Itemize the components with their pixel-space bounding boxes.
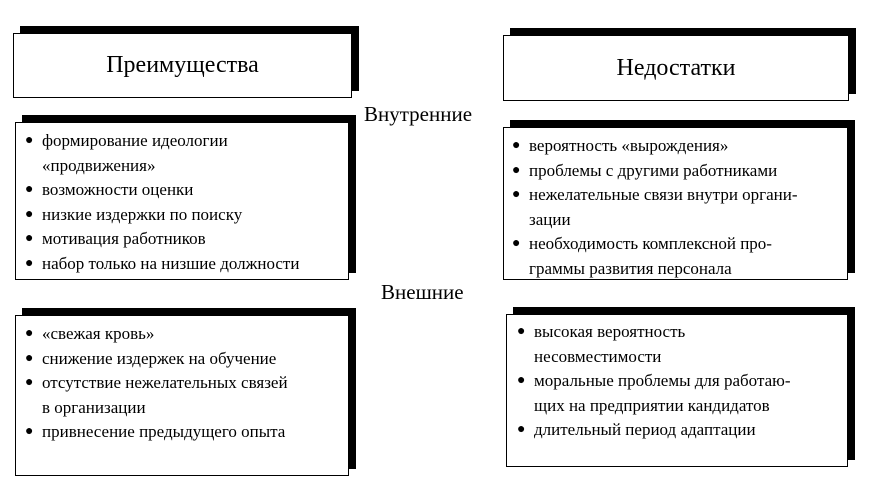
list-item-continuation: граммы развития персонала — [509, 257, 847, 282]
list-item: ● проблемы с другими работниками — [509, 159, 847, 184]
internal-disadvantages-box: ● вероятность «вырождения» ● проблемы с др… — [503, 127, 848, 280]
item-text: длительный период адаптации — [534, 420, 756, 439]
item-text: проблемы с другими работниками — [529, 160, 778, 180]
item-text: граммы развития персонала — [529, 258, 732, 278]
external-section-label: Внешние — [381, 280, 464, 304]
list-item: ● привнесение предыдущего опыта — [22, 420, 348, 445]
list-item: ● набор только на низшие должности — [22, 252, 348, 277]
internal-section-label: Внутренние — [364, 102, 473, 126]
bullet-icon: ● — [25, 350, 34, 366]
list-item-continuation: в организации — [22, 396, 348, 421]
disadvantages-header-box: Недостатки — [503, 35, 849, 101]
bullet-icon: ● — [512, 187, 521, 202]
list-item-continuation: «продвижения» — [22, 154, 348, 179]
bullet-icon: ● — [512, 138, 521, 153]
item-text: необходимость комплексной про- — [529, 234, 772, 253]
list-item: ● мотивация работников — [22, 227, 348, 252]
disadvantages-header: Недостатки — [616, 54, 736, 81]
external-disadvantages-box: ● высокая вероятность несовместимости ● мо… — [506, 314, 848, 467]
bullet-icon: ● — [517, 324, 526, 339]
item-text: привнесение предыдущего опыта — [42, 422, 286, 441]
item-text: отсутствие нежелательных связей — [42, 373, 288, 392]
bullet-icon: ● — [512, 236, 521, 251]
list-item: ● формирование идеологии — [22, 129, 348, 154]
item-text: «свежая кровь» — [42, 324, 155, 343]
list-item: ● моральные проблемы для работаю- — [514, 369, 847, 394]
list-item-continuation: зации — [509, 208, 847, 233]
list-item: ● вероятность «вырождения» — [509, 134, 847, 159]
item-text: набор только на низшие должности — [42, 253, 300, 273]
list-item: ● длительный период адаптации — [514, 418, 847, 443]
bullet-icon: ● — [517, 422, 526, 437]
item-text: низкие издержки по поиску — [42, 204, 243, 224]
item-text: высокая вероятность — [534, 322, 686, 341]
internal-advantages-box: ● формирование идеологии «продвижения» ● в… — [15, 122, 349, 280]
list-item: ● нежелательные связи внутри органи- — [509, 183, 847, 208]
list-item: ● высокая вероятность — [514, 320, 847, 345]
bullet-icon: ● — [25, 206, 34, 222]
bullet-icon: ● — [512, 162, 521, 178]
item-text: зации — [529, 209, 571, 229]
item-text: моральные проблемы для работаю- — [534, 371, 791, 390]
bullet-icon: ● — [25, 133, 34, 148]
list-item: ● снижение издержек на обучение — [22, 347, 348, 372]
item-text: «продвижения» — [42, 155, 156, 175]
item-text: мотивация работников — [42, 229, 206, 248]
item-text: в организации — [42, 397, 146, 417]
list-item: ● низкие издержки по поиску — [22, 203, 348, 228]
bullet-icon: ● — [25, 231, 34, 246]
list-item-continuation: щих на предприятии кандидатов — [514, 394, 847, 419]
bullet-icon: ● — [25, 424, 34, 439]
list-item: ● отсутствие нежелательных связей — [22, 371, 348, 396]
item-text: несовместимости — [534, 346, 662, 366]
bullet-icon: ● — [517, 373, 526, 388]
bullet-icon: ● — [25, 375, 34, 390]
item-text: вероятность «вырождения» — [529, 136, 729, 155]
list-item-continuation: несовместимости — [514, 345, 847, 370]
item-text: нежелательные связи внутри органи- — [529, 185, 798, 204]
advantages-header-box: Преимущества — [13, 33, 352, 98]
bullet-icon: ● — [25, 326, 34, 341]
list-item: ● возможности оценки — [22, 178, 348, 203]
item-text: возможности оценки — [42, 180, 194, 199]
item-text: щих на предприятии кандидатов — [534, 395, 770, 415]
bullet-icon: ● — [25, 255, 34, 271]
list-item: ● необходимость комплексной про- — [509, 232, 847, 257]
external-advantages-box: ● «свежая кровь» ● снижение издержек на об… — [15, 315, 349, 476]
list-item: ● «свежая кровь» — [22, 322, 348, 347]
item-text: снижение издержек на обучение — [42, 348, 277, 368]
bullet-icon: ● — [25, 182, 34, 197]
advantages-header: Преимущества — [106, 52, 259, 78]
item-text: формирование идеологии — [42, 131, 228, 150]
